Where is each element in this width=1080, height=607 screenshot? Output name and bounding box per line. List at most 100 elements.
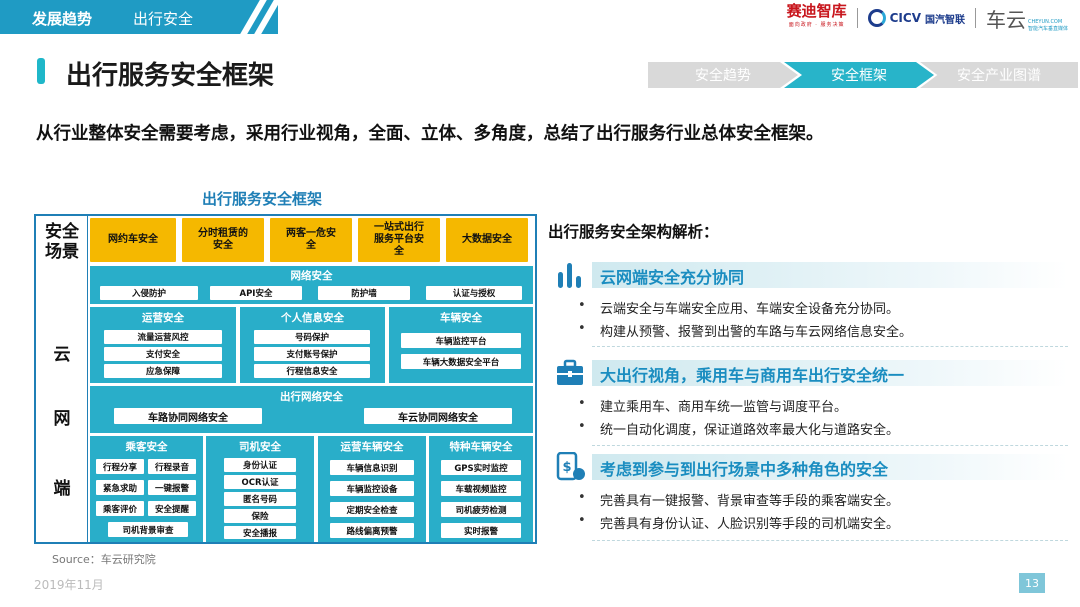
vehicle-security-block: 车辆安全 车辆监控平台 车辆大数据安全平台 — [389, 307, 533, 383]
section-heading: $ 考虑到参与到出行场景中多种角色的安全 — [548, 450, 1068, 482]
scene-box: 网约车安全 — [90, 218, 176, 262]
section-label: 发展趋势 — [32, 10, 93, 28]
item-box: GPS实时监控 — [441, 460, 521, 475]
svg-text:$: $ — [562, 460, 571, 475]
heading-band — [592, 262, 1068, 288]
cicv-ring-icon — [867, 9, 886, 27]
heading-band — [592, 360, 1068, 386]
item-box: 一键报警 — [148, 480, 196, 495]
block-title: 乘客安全 — [125, 441, 168, 453]
section-divider — [592, 445, 1068, 446]
intro-text: 从行业整体安全需要考虑，采用行业视角，全面、立体、多角度，总结了出行服务行业总体… — [36, 124, 824, 144]
section-heading: 云网端安全充分协同 — [548, 258, 1068, 290]
analysis-section: 云网端安全充分协同 云端安全与车端安全应用、车端安全设备充分协同。 构建从预警、… — [548, 258, 1068, 348]
yun-label: 云 — [53, 345, 71, 365]
page-title: 出行服务安全框架 — [66, 61, 275, 91]
heading-band — [592, 454, 1068, 480]
item-box: 紧急求助 — [96, 480, 144, 495]
item-box: 行程信息安全 — [254, 364, 370, 378]
item-box: 身份认证 — [224, 458, 296, 472]
bar-chart-icon — [558, 263, 581, 288]
title-accent-bar — [37, 58, 45, 84]
item-box: 认证与授权 — [426, 286, 522, 300]
item-box: 车辆大数据安全平台 — [401, 354, 521, 369]
item-box: 司机疲劳检测 — [441, 502, 521, 517]
section-divider — [592, 540, 1068, 541]
block-title: 司机安全 — [239, 441, 281, 453]
item-box: 司机背景审查 — [108, 522, 188, 537]
special-vehicle-security-block: 特种车辆安全 GPS实时监控 车载视频监控 司机疲劳检测 实时报警 — [429, 436, 533, 542]
analysis-section: $ 考虑到参与到出行场景中多种角色的安全 完善具有一键报警、背景审查等手段的乘客… — [548, 450, 1068, 542]
scene-box: 大数据安全 — [446, 218, 528, 262]
block-title: 特种车辆安全 — [449, 441, 513, 453]
nav-step-framework[interactable]: 安全框架 — [784, 62, 934, 88]
item-box: 行程分享 — [96, 459, 144, 474]
item-box: 行程录音 — [148, 459, 196, 474]
item-box: 保险 — [224, 509, 296, 523]
item-box: OCR认证 — [224, 475, 296, 489]
block-title: 运营安全 — [142, 312, 184, 324]
framework-diagram: 安全 场景 云 网 端 网约车安全 分时租赁的 安全 两客一危安 全 一站式出行… — [34, 214, 537, 544]
cicv-logo: CICV 国汽智联 — [867, 9, 965, 27]
section-divider — [592, 346, 1068, 347]
item-box: 实时报警 — [441, 523, 521, 538]
block-title: 出行网络安全 — [280, 391, 343, 403]
item-box: 号码保护 — [254, 330, 370, 344]
date-label: 2019年11月 — [34, 578, 104, 592]
chevron-nav: 安全趋势 安全框架 安全产业图谱 — [648, 62, 1078, 88]
item-box: 支付安全 — [104, 347, 222, 361]
scene-label: 安全 场景 — [45, 222, 79, 262]
travel-network-security-block: 出行网络安全 车路协同网络安全 车云协同网络安全 — [90, 386, 533, 433]
source-note: Source：车云研究院 — [52, 553, 156, 566]
bullet-item: 建立乘用车、商用车统一监管与调度平台。 — [578, 396, 847, 415]
ops-vehicle-security-block: 运营车辆安全 车辆信息识别 车辆监控设备 定期安全检查 路线偏离预警 — [318, 436, 426, 542]
logo-divider — [974, 8, 976, 28]
analysis-section: 大出行视角，乘用车与商用车出行安全统一 建立乘用车、商用车统一监管与调度平台。 … — [548, 356, 1068, 446]
item-box: 安全播报 — [224, 526, 296, 539]
item-box: 车路协同网络安全 — [114, 408, 262, 424]
framework-title: 出行服务安全框架 — [202, 190, 323, 208]
scene-box: 一站式出行 服务平台安 全 — [358, 218, 440, 262]
network-security-block: 网络安全 入侵防护 API安全 防护墙 认证与授权 — [90, 266, 533, 304]
item-box: 路线偏离预警 — [330, 523, 414, 538]
logo-strip: 赛迪智库 面向政府 · 服务决策 CICV 国汽智联 车云 CHEYUN.COM… — [787, 4, 1068, 32]
scene-row: 网约车安全 分时租赁的 安全 两客一危安 全 一站式出行 服务平台安 全 大数据… — [90, 218, 528, 262]
duan-label: 端 — [53, 479, 71, 499]
item-box: 车辆监控平台 — [401, 333, 521, 348]
block-title: 车辆安全 — [440, 312, 482, 324]
item-box: 防护墙 — [318, 286, 410, 300]
block-title: 个人信息安全 — [281, 312, 344, 324]
money-phone-icon: $ — [556, 452, 585, 481]
section-heading-text: 云网端安全充分协同 — [600, 268, 745, 287]
block-title: 运营车辆安全 — [340, 441, 404, 453]
section-heading: 大出行视角，乘用车与商用车出行安全统一 — [548, 356, 1068, 388]
cheyun-logo: 车云 CHEYUN.COM 智能汽车垂直媒体 — [985, 7, 1068, 32]
item-box: 流量运营风控 — [104, 330, 222, 344]
item-box: 入侵防护 — [100, 286, 198, 300]
subsection-label: 出行安全 — [133, 10, 194, 28]
passenger-security-block: 乘客安全 行程分享 行程录音 紧急求助 一键报警 乘客评价 安全提醒 司机背景审… — [90, 436, 203, 542]
bullet-item: 完善具有身份认证、人脸识别等手段的司机端安全。 — [578, 513, 899, 532]
bullet-item: 统一自动化调度，保证道路效率最大化与道路安全。 — [578, 419, 899, 438]
framework-left-labels: 安全 场景 云 网 端 — [36, 216, 88, 542]
top-banner: 发展趋势 出行安全 — [0, 0, 281, 34]
item-box: 匿名号码 — [224, 492, 296, 506]
nav-step-trend[interactable]: 安全趋势 — [648, 62, 798, 88]
scene-box: 两客一危安 全 — [270, 218, 352, 262]
wang-label: 网 — [53, 409, 71, 429]
briefcase-icon — [557, 359, 583, 385]
item-box: 乘客评价 — [96, 501, 144, 516]
nav-step-industry-map[interactable]: 安全产业图谱 — [920, 62, 1078, 88]
item-box: API安全 — [210, 286, 302, 300]
item-box: 车载视频监控 — [441, 481, 521, 496]
analysis-title: 出行服务安全架构解析： — [548, 223, 719, 241]
section-heading-text: 大出行视角，乘用车与商用车出行安全统一 — [600, 366, 905, 385]
page-number: 13 — [1019, 573, 1045, 593]
item-box: 车云协同网络安全 — [364, 408, 512, 424]
section-heading-text: 考虑到参与到出行场景中多种角色的安全 — [600, 460, 889, 479]
item-box: 应急保障 — [104, 364, 222, 378]
ops-security-block: 运营安全 流量运营风控 支付安全 应急保障 — [90, 307, 236, 383]
personal-info-security-block: 个人信息安全 号码保护 支付账号保护 行程信息安全 — [240, 307, 385, 383]
item-box: 车辆监控设备 — [330, 481, 414, 496]
bullet-item: 完善具有一键报警、背景审查等手段的乘客端安全。 — [578, 490, 899, 509]
